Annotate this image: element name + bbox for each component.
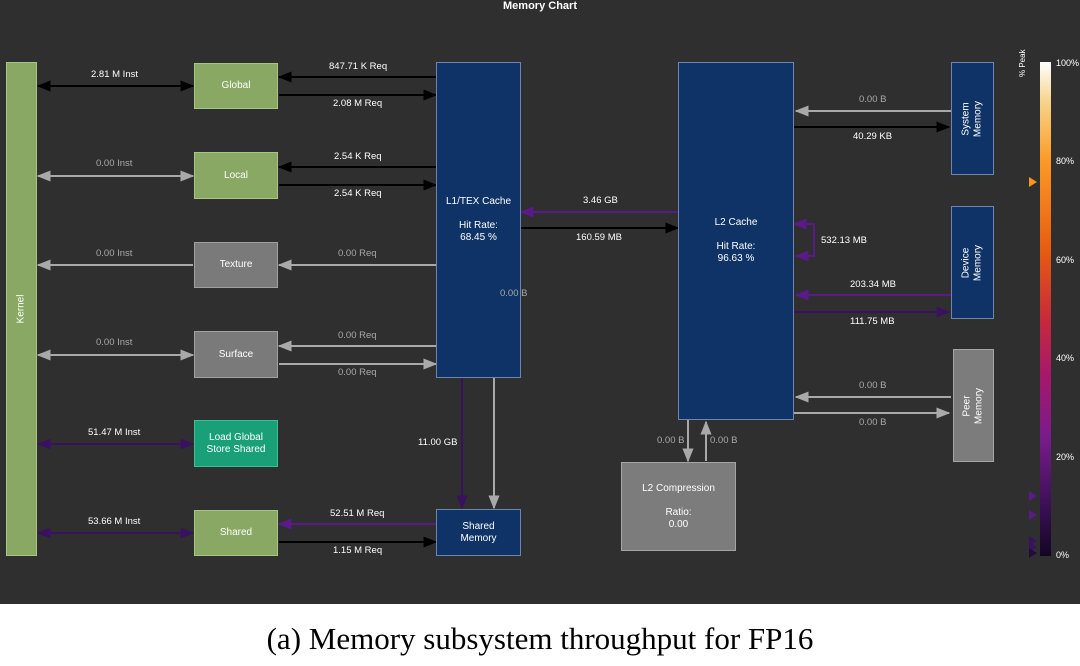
load-global-store-shared-unit[interactable]: Load Global Store Shared [194,420,278,467]
label-kernel-shared: 53.66 M Inst [88,516,141,527]
label-shared-out: 1.15 M Req [333,545,383,556]
colorbar-tick-80: 80% [1056,156,1075,166]
colorbar-tick-60: 60% [1056,255,1075,265]
label-surface-out: 0.00 Req [338,367,377,378]
figure-caption: (a) Memory subsystem throughput for FP16 [266,621,814,656]
label-l1-sharedmem-gray: 0.00 B [500,288,528,299]
l1-hit-label: Hit Rate: [459,220,498,231]
label-l1-sharedmem: 11.00 GB [418,437,458,448]
marker-dark [1029,548,1037,558]
label-kernel-global: 2.81 M Inst [91,69,138,80]
label-l1-l2-out: 160.59 MB [576,232,622,243]
colorbar-tick-20: 20% [1056,452,1075,462]
colorbar-tick-100: 100% [1056,58,1080,68]
peer-memory-unit[interactable]: Peer Memory [953,349,994,462]
shared-label: Shared [219,527,253,538]
l1-name: L1/TEX Cache [445,196,512,207]
device-memory-unit[interactable]: Device Memory [951,206,994,319]
peak-colorbar [1040,62,1051,556]
kernel-label: Kernel [15,294,27,324]
label-l2-loop: 532.13 MB [821,235,867,246]
label-local-in: 2.54 K Req [334,151,382,162]
label-sys-out: 40.29 KB [853,131,893,142]
colorbar-markers [1029,177,1037,558]
label-global-out: 2.08 M Req [333,98,383,109]
kernel-unit[interactable]: Kernel [6,62,37,556]
device-memory-label: Device Memory [960,244,984,281]
label-global-in: 847.71 K Req [329,61,388,72]
label-comp-out: 0.00 B [710,435,738,446]
label-comp-in: 0.00 B [657,435,685,446]
marker-orange [1029,177,1037,187]
l2-compression-unit[interactable]: L2 Compression Ratio: 0.00 [621,462,736,551]
surface-unit[interactable]: Surface [194,331,278,378]
shared-unit[interactable]: Shared [194,510,278,556]
colorbar-tick-40: 40% [1056,353,1075,363]
l2comp-name: L2 Compression [642,482,715,494]
label-local-out: 2.54 K Req [334,188,382,199]
global-label: Global [221,80,251,91]
l2-name: L2 Cache [714,217,758,228]
local-unit[interactable]: Local [194,152,278,199]
marker-violet-1 [1029,491,1037,501]
l1-hit-value: 68.45 % [460,232,497,243]
label-peer-in: 0.00 B [859,380,887,391]
l1-tex-cache-unit[interactable]: L1/TEX Cache Hit Rate: 68.45 % [436,62,521,378]
connection-arrows [36,71,955,548]
l2-hit-value: 96.63 % [717,253,755,264]
label-dev-in: 203.34 MB [850,279,896,290]
shared-memory-label: Shared Memory [460,520,497,544]
shared-memory-unit[interactable]: Shared Memory [436,509,521,556]
label-kernel-texture: 0.00 Inst [96,248,133,259]
surface-label: Surface [218,348,254,360]
l2comp-ratio-value: 0.00 [668,518,689,530]
memory-chart-panel: Memory Chart [0,0,1080,604]
label-dev-out: 111.75 MB [850,316,895,327]
lgss-label: Load Global Store Shared [206,431,266,455]
label-peer-out: 0.00 B [859,417,887,428]
l2comp-ratio-label: Ratio: [665,506,692,518]
label-kernel-lgss: 51.47 M Inst [88,427,141,438]
label-l1-l2-in: 3.46 GB [583,195,618,206]
label-sys-in: 0.00 B [859,94,887,105]
marker-violet-2 [1029,510,1037,520]
label-surface-in: 0.00 Req [338,330,377,341]
label-texture-req: 0.00 Req [338,248,377,259]
global-unit[interactable]: Global [194,63,278,109]
label-kernel-surface: 0.00 Inst [96,337,133,348]
local-label: Local [224,169,248,181]
peer-memory-label: Peer Memory [961,387,985,424]
system-memory-unit[interactable]: System Memory [951,62,994,175]
colorbar-tick-0: 0% [1056,550,1070,560]
chart-title: Memory Chart [503,0,577,12]
label-kernel-local: 0.00 Inst [96,158,133,169]
colorbar-title: % Peak [1018,49,1027,77]
texture-unit[interactable]: Texture [194,242,278,288]
label-shared-in: 52.51 M Req [330,508,385,519]
system-memory-label: System Memory [960,100,984,137]
l2-hit-label: Hit Rate: [716,241,756,252]
texture-label: Texture [219,259,253,270]
l2-cache-unit[interactable]: L2 Cache Hit Rate: 96.63 % [678,62,794,420]
arrow-l2-loop [792,218,815,262]
